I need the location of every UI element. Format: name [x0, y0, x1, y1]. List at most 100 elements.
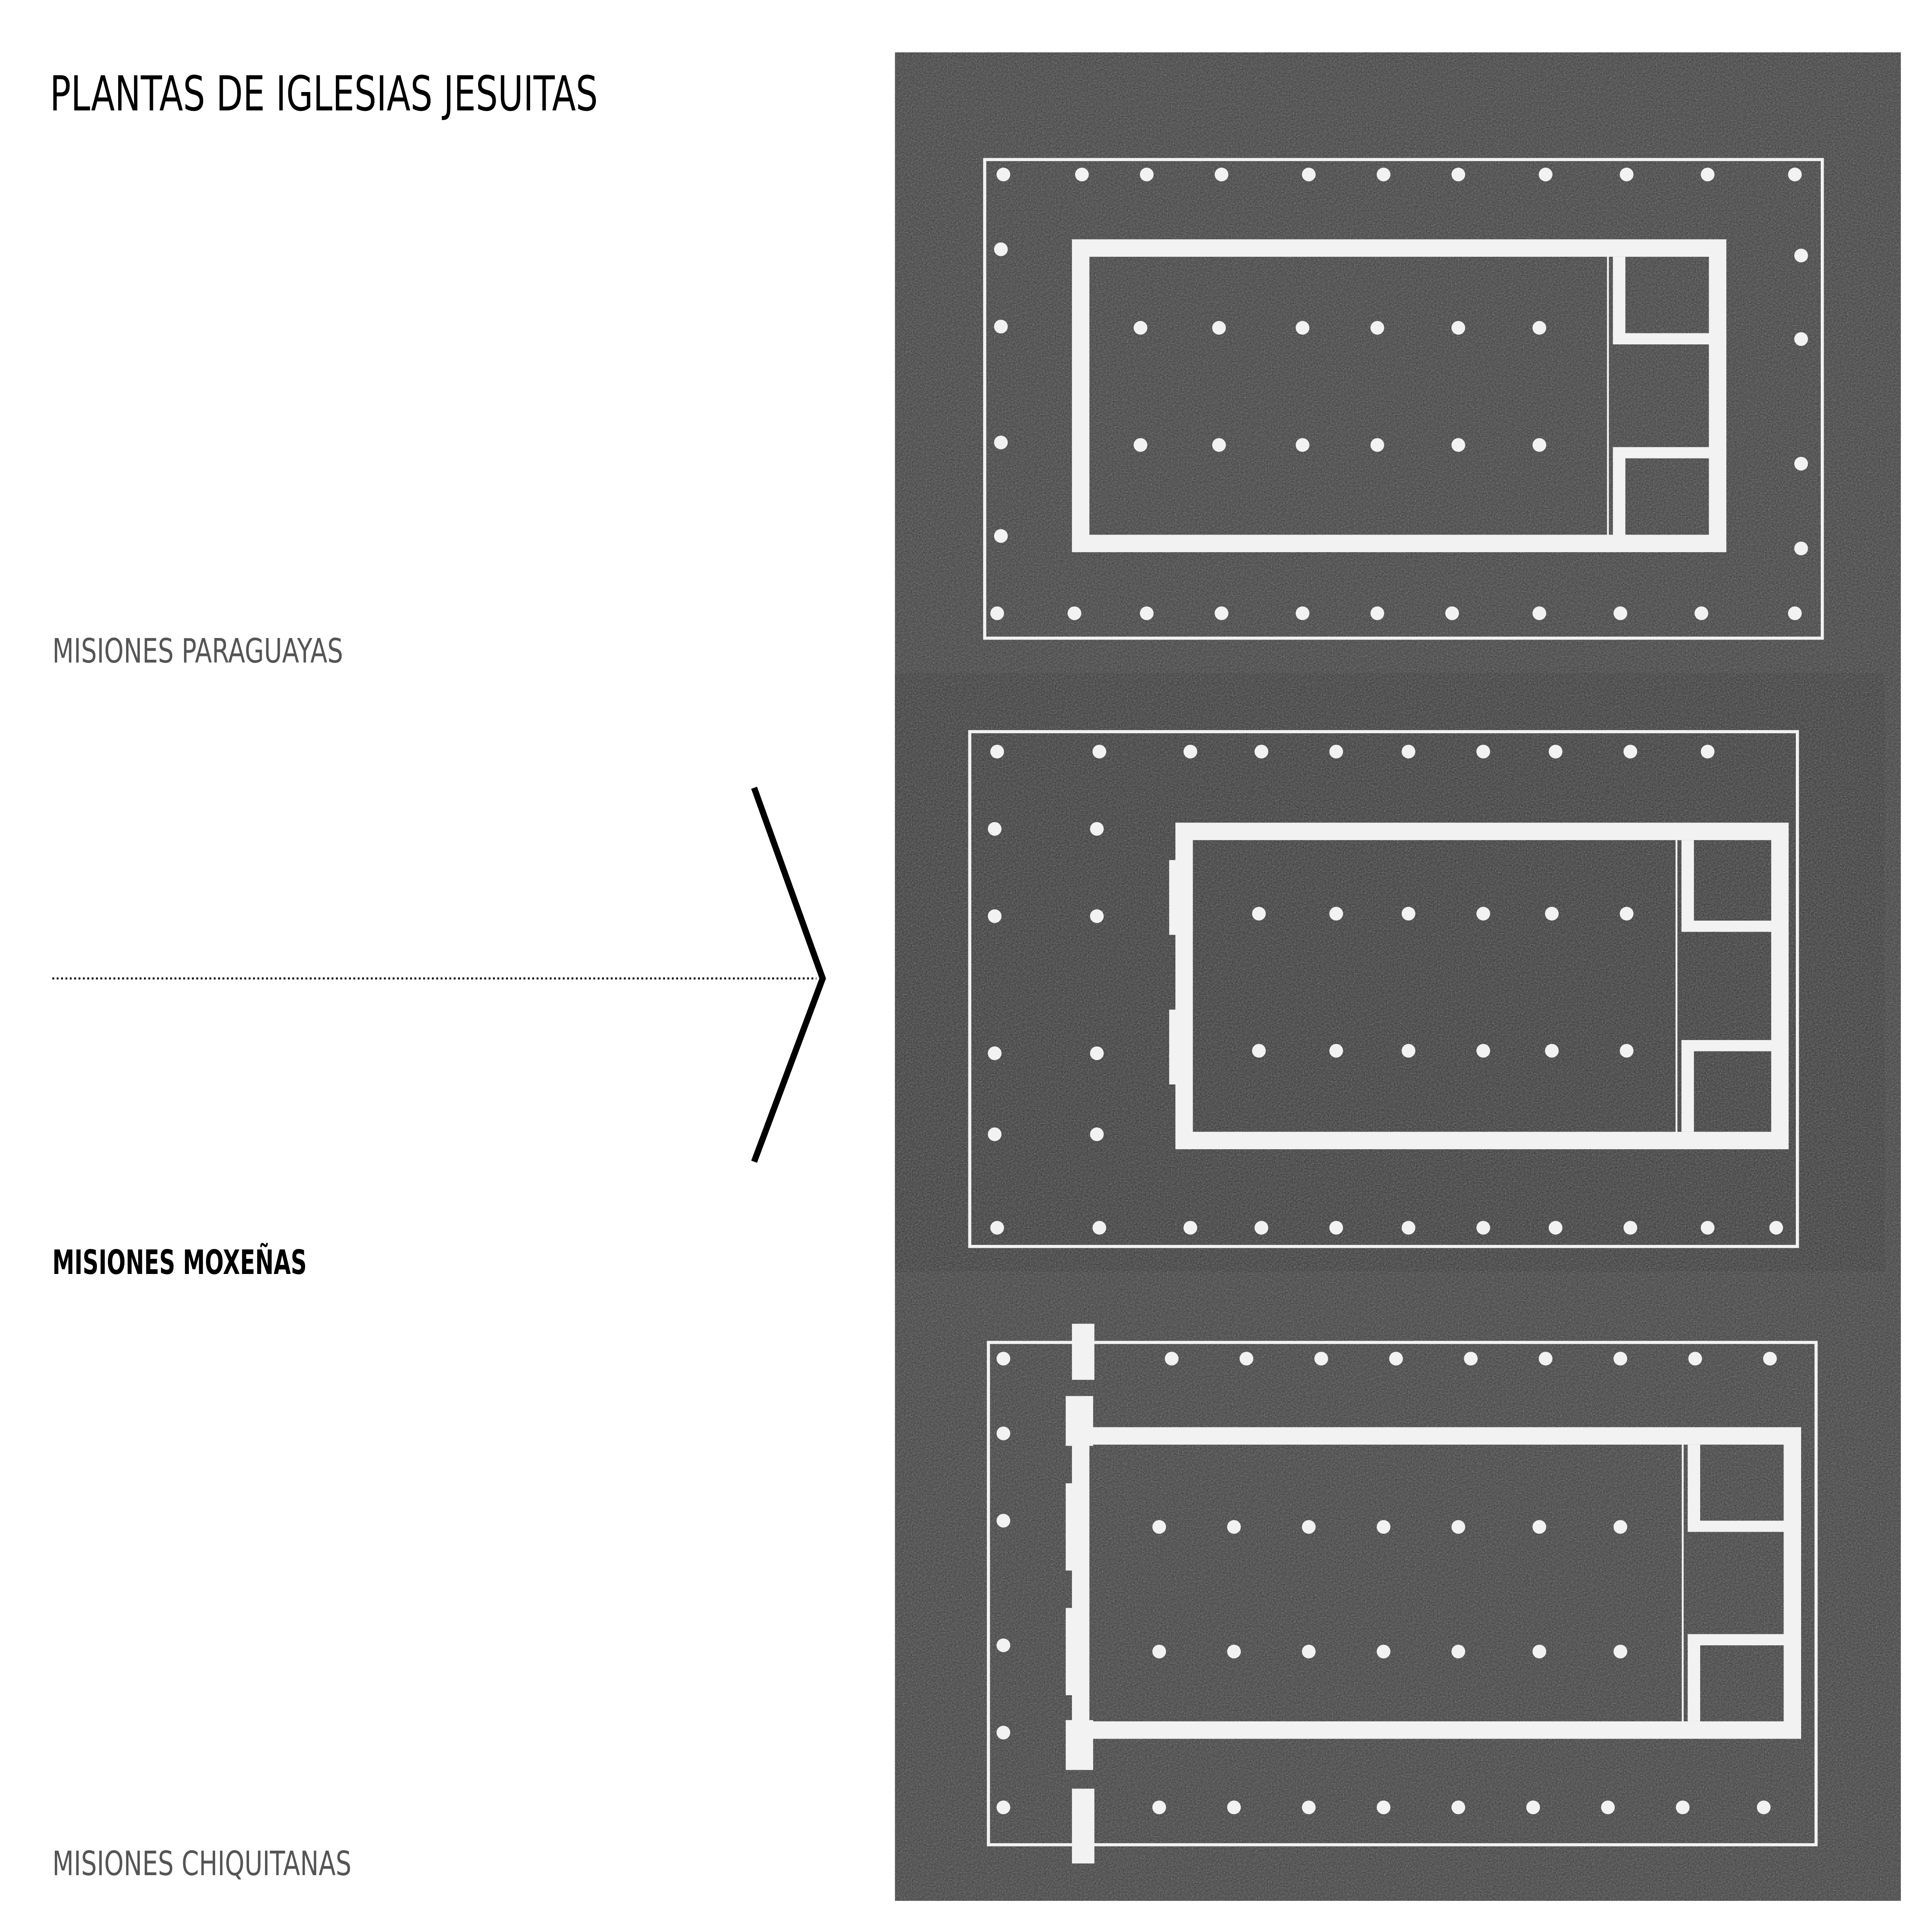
- column: [1794, 456, 1808, 471]
- column: [1613, 1520, 1627, 1534]
- column: [1329, 1221, 1343, 1235]
- column: [1620, 1044, 1634, 1058]
- sacristy-wall: [1613, 447, 1727, 458]
- plan-background-middle: [895, 673, 1885, 1272]
- column: [1757, 1800, 1771, 1814]
- column: [988, 1046, 1002, 1060]
- column: [1676, 1800, 1690, 1814]
- column: [1451, 1800, 1465, 1814]
- column: [1532, 321, 1546, 335]
- column: [1215, 606, 1229, 620]
- portico-pier: [1072, 1788, 1094, 1864]
- column: [1451, 321, 1465, 335]
- column: [1252, 1044, 1266, 1058]
- column: [1227, 1644, 1241, 1659]
- column: [1794, 332, 1808, 346]
- column: [1329, 1044, 1343, 1058]
- column: [1623, 1221, 1638, 1235]
- sacristy-wall: [1687, 1521, 1801, 1532]
- column: [1402, 1044, 1415, 1058]
- atrium-outline: [983, 158, 1824, 640]
- column: [1688, 1352, 1702, 1366]
- column: [1090, 1127, 1104, 1141]
- plan-misiones-paraguayas: [983, 158, 1824, 640]
- column: [1402, 745, 1415, 759]
- sacristy-wall: [1687, 1634, 1801, 1646]
- column: [1212, 438, 1226, 452]
- column: [1252, 907, 1266, 921]
- column: [1545, 1044, 1559, 1058]
- column: [1451, 438, 1465, 452]
- column: [1140, 167, 1154, 182]
- column: [1090, 822, 1104, 836]
- column: [1302, 167, 1316, 182]
- column: [1769, 1221, 1783, 1235]
- column: [990, 745, 1004, 759]
- column: [1212, 321, 1226, 335]
- column: [1532, 438, 1546, 452]
- column: [1152, 1800, 1166, 1814]
- column: [1377, 1520, 1391, 1534]
- label-misiones-chiquitanas: MISIONES CHIQUITANAS: [52, 1844, 352, 1883]
- column: [1402, 1221, 1415, 1235]
- plan-misiones-moxenas: [968, 730, 1799, 1248]
- column: [1794, 249, 1808, 263]
- atrium-outline: [987, 1341, 1818, 1847]
- church-wall: [1175, 822, 1789, 1150]
- sacristy-wall: [1681, 1050, 1694, 1132]
- portico-pier: [1065, 1720, 1093, 1770]
- column: [1526, 1800, 1540, 1814]
- floor-plan-image: [895, 52, 1901, 1901]
- column: [1067, 606, 1081, 620]
- column: [1075, 167, 1089, 182]
- column: [990, 1221, 1004, 1235]
- column: [994, 529, 1008, 543]
- column: [988, 1127, 1002, 1141]
- column: [1532, 606, 1546, 620]
- portico-pier: [1065, 1483, 1083, 1571]
- portico-pier: [1065, 1608, 1083, 1695]
- column: [1613, 606, 1627, 620]
- column: [1451, 1520, 1465, 1534]
- column: [990, 606, 1004, 620]
- column: [1314, 1352, 1328, 1366]
- column: [1329, 745, 1343, 759]
- column: [994, 436, 1008, 449]
- sacristy-wall: [1681, 1040, 1789, 1051]
- column: [1090, 909, 1104, 923]
- column: [1545, 907, 1559, 921]
- column: [1694, 606, 1708, 620]
- column: [1140, 606, 1154, 620]
- plan-misiones-chiquitanas: [987, 1323, 1818, 1864]
- column: [1296, 438, 1310, 452]
- column: [1476, 1044, 1490, 1058]
- column: [996, 167, 1011, 182]
- church-wall: [1072, 1427, 1801, 1739]
- column: [1451, 167, 1465, 182]
- church-wall: [1072, 239, 1727, 553]
- atrium-outline: [968, 730, 1799, 1248]
- column: [1370, 438, 1384, 452]
- column: [1254, 1221, 1269, 1235]
- column: [996, 1427, 1011, 1440]
- column: [1296, 321, 1310, 335]
- column: [1548, 745, 1563, 759]
- column: [996, 1638, 1011, 1652]
- page-title: PLANTAS DE IGLESIAS JESUITAS: [50, 65, 598, 122]
- portico-pier: [1169, 1009, 1187, 1085]
- column: [1788, 167, 1802, 182]
- column: [988, 909, 1002, 923]
- column: [1090, 1046, 1104, 1060]
- column: [1215, 167, 1229, 182]
- column: [1302, 1520, 1316, 1534]
- column: [1302, 1800, 1316, 1814]
- column: [1701, 1221, 1715, 1235]
- column: [1548, 1221, 1563, 1235]
- column: [1239, 1352, 1254, 1366]
- column: [994, 319, 1008, 334]
- column: [1701, 745, 1715, 759]
- sacristy-wall: [1613, 256, 1626, 335]
- column: [1620, 167, 1634, 182]
